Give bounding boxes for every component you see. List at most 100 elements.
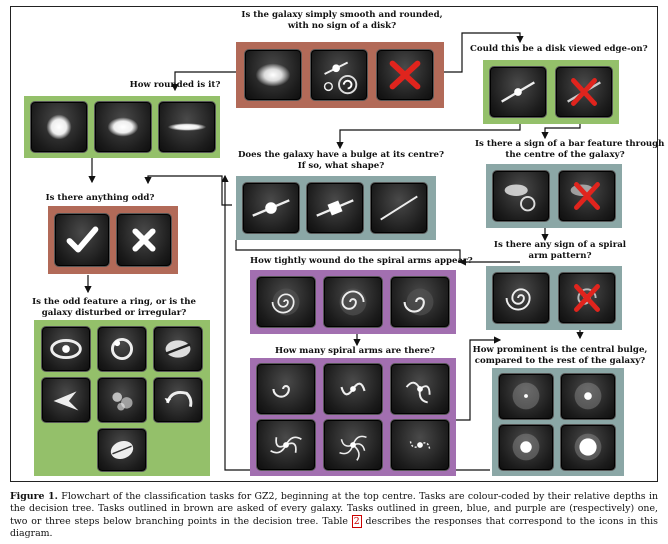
answer-medium[interactable] [323,276,383,328]
answer-in-between[interactable] [94,101,152,153]
answer-bulge-none[interactable] [370,182,428,234]
answer-features[interactable] [310,49,368,101]
in-between-icon [107,117,139,137]
answer-ring[interactable] [41,326,91,372]
figure-caption: Figure 1. Flowchart of the classificatio… [10,491,658,541]
answer-arms-4[interactable] [256,419,316,471]
question-smooth: Is the galaxy simply smooth and rounded,… [237,10,447,32]
question-tightness: How tightly wound do the spiral arms app… [250,256,473,267]
noticeable-bulge-icon [574,382,602,410]
question-line: galaxy disturbed or irregular? [41,308,187,318]
question-how-rounded: How rounded is it? [120,80,230,91]
task-box-smooth [236,42,444,108]
question-line: How prominent is the central bulge, [472,345,648,355]
question-edge-on: Could this be a disk viewed edge-on? [470,44,648,55]
answer-lens[interactable] [97,326,147,372]
question-spiral: Is there any sign of a spiral arm patter… [480,240,640,262]
answer-other[interactable] [153,377,203,423]
lens-arc-icon [111,338,133,360]
question-line: Could this be a disk viewed edge-on? [470,44,648,54]
disturbed-icon [53,391,79,411]
dust-lane-icon [165,340,191,358]
answer-disturbed[interactable] [41,377,91,423]
smooth-galaxy-icon [255,63,291,87]
answer-dust-lane[interactable] [153,326,203,372]
answer-spiral-yes[interactable] [492,272,550,324]
answer-edge-on-yes[interactable] [489,66,547,118]
answer-arms-2[interactable] [323,363,383,415]
answer-irregular[interactable] [97,377,147,423]
task-box-bulge-prominence [492,368,624,476]
question-line: If so, what shape? [297,161,385,171]
answer-odd-yes[interactable] [54,213,110,267]
cant-tell-spiral-icon [409,440,431,450]
two-arm-spiral-icon [340,382,366,396]
question-bulge: Does the galaxy have a bulge at its cent… [236,150,446,172]
answer-arms-3[interactable] [390,363,450,415]
task-box-bar [486,164,622,228]
four-arm-spiral-icon [270,436,302,454]
completely-round-icon [46,114,72,140]
boxy-bulge-icon [316,199,354,217]
answer-arms-cant-tell[interactable] [390,419,450,471]
features-or-disk-icon [323,61,358,95]
question-line: Is there any sign of a spiral [493,240,627,250]
question-line: Does the galaxy have a bulge at its cent… [237,150,445,160]
question-line: How tightly wound do the spiral arms app… [250,256,473,266]
answer-star[interactable] [376,49,434,101]
medium-spiral-icon [339,288,367,316]
question-line: Is the odd feature a ring, or is the [32,297,196,307]
loose-spiral-icon [403,288,434,316]
answer-arms-more[interactable] [323,419,383,471]
task-box-odd [48,206,178,274]
dominant-bulge-icon [574,433,602,461]
question-bar: Is there a sign of a bar feature through… [475,139,664,161]
answer-no-bulge[interactable] [498,373,554,420]
one-arm-spiral-icon [272,385,290,398]
answer-loose[interactable] [390,276,450,328]
answer-dominant[interactable] [560,424,616,471]
no-spiral-icon [574,284,600,312]
question-arm-count: How many spiral arms are there? [250,346,460,357]
table-reference-link[interactable]: 2 [351,514,362,528]
question-line: How many spiral arms are there? [275,346,435,356]
answer-completely-round[interactable] [30,101,88,153]
task-box-how-rounded [24,96,220,158]
answer-tight[interactable] [256,276,316,328]
diagram-frame [10,6,658,482]
answer-just-noticeable[interactable] [560,373,616,420]
task-box-edge-on [483,60,619,124]
task-box-bulge [236,176,436,240]
question-line: with no sign of a disk? [287,21,397,31]
question-bulge-prominence: How prominent is the central bulge, comp… [470,345,650,367]
more-arms-spiral-icon [339,435,367,461]
spiral-icon [505,288,531,311]
checkmark-icon [66,226,99,253]
answer-arms-1[interactable] [256,363,316,415]
answer-bulge-boxy[interactable] [306,182,364,234]
answer-spiral-no[interactable] [558,272,616,324]
rounded-bulge-icon [252,199,290,217]
answer-smooth[interactable] [244,49,302,101]
not-edge-on-icon [567,78,601,106]
task-box-odd-feature [34,320,210,476]
cigar-shaped-icon [167,123,207,131]
answer-bar-no[interactable] [558,170,616,222]
edge-on-disk-icon [501,81,535,103]
question-odd-feature: Is the odd feature a ring, or is the gal… [26,297,202,319]
question-odd: Is there anything odd? [40,193,160,204]
ring-icon [50,338,82,360]
caption-text: Flowchart of the classification tasks fo… [10,491,658,527]
answer-bulge-rounded[interactable] [242,182,300,234]
answer-cigar[interactable] [158,101,216,153]
merger-tail-icon [164,391,193,408]
answer-edge-on-no[interactable] [555,66,613,118]
answer-bar-yes[interactable] [492,170,550,222]
question-line: How rounded is it? [129,80,221,90]
answer-merger[interactable] [97,428,147,472]
answer-odd-no[interactable] [116,213,172,267]
question-line: the centre of the galaxy? [505,150,625,160]
star-artifact-icon [389,60,421,90]
no-bar-icon [570,182,600,210]
answer-obvious[interactable] [498,424,554,471]
